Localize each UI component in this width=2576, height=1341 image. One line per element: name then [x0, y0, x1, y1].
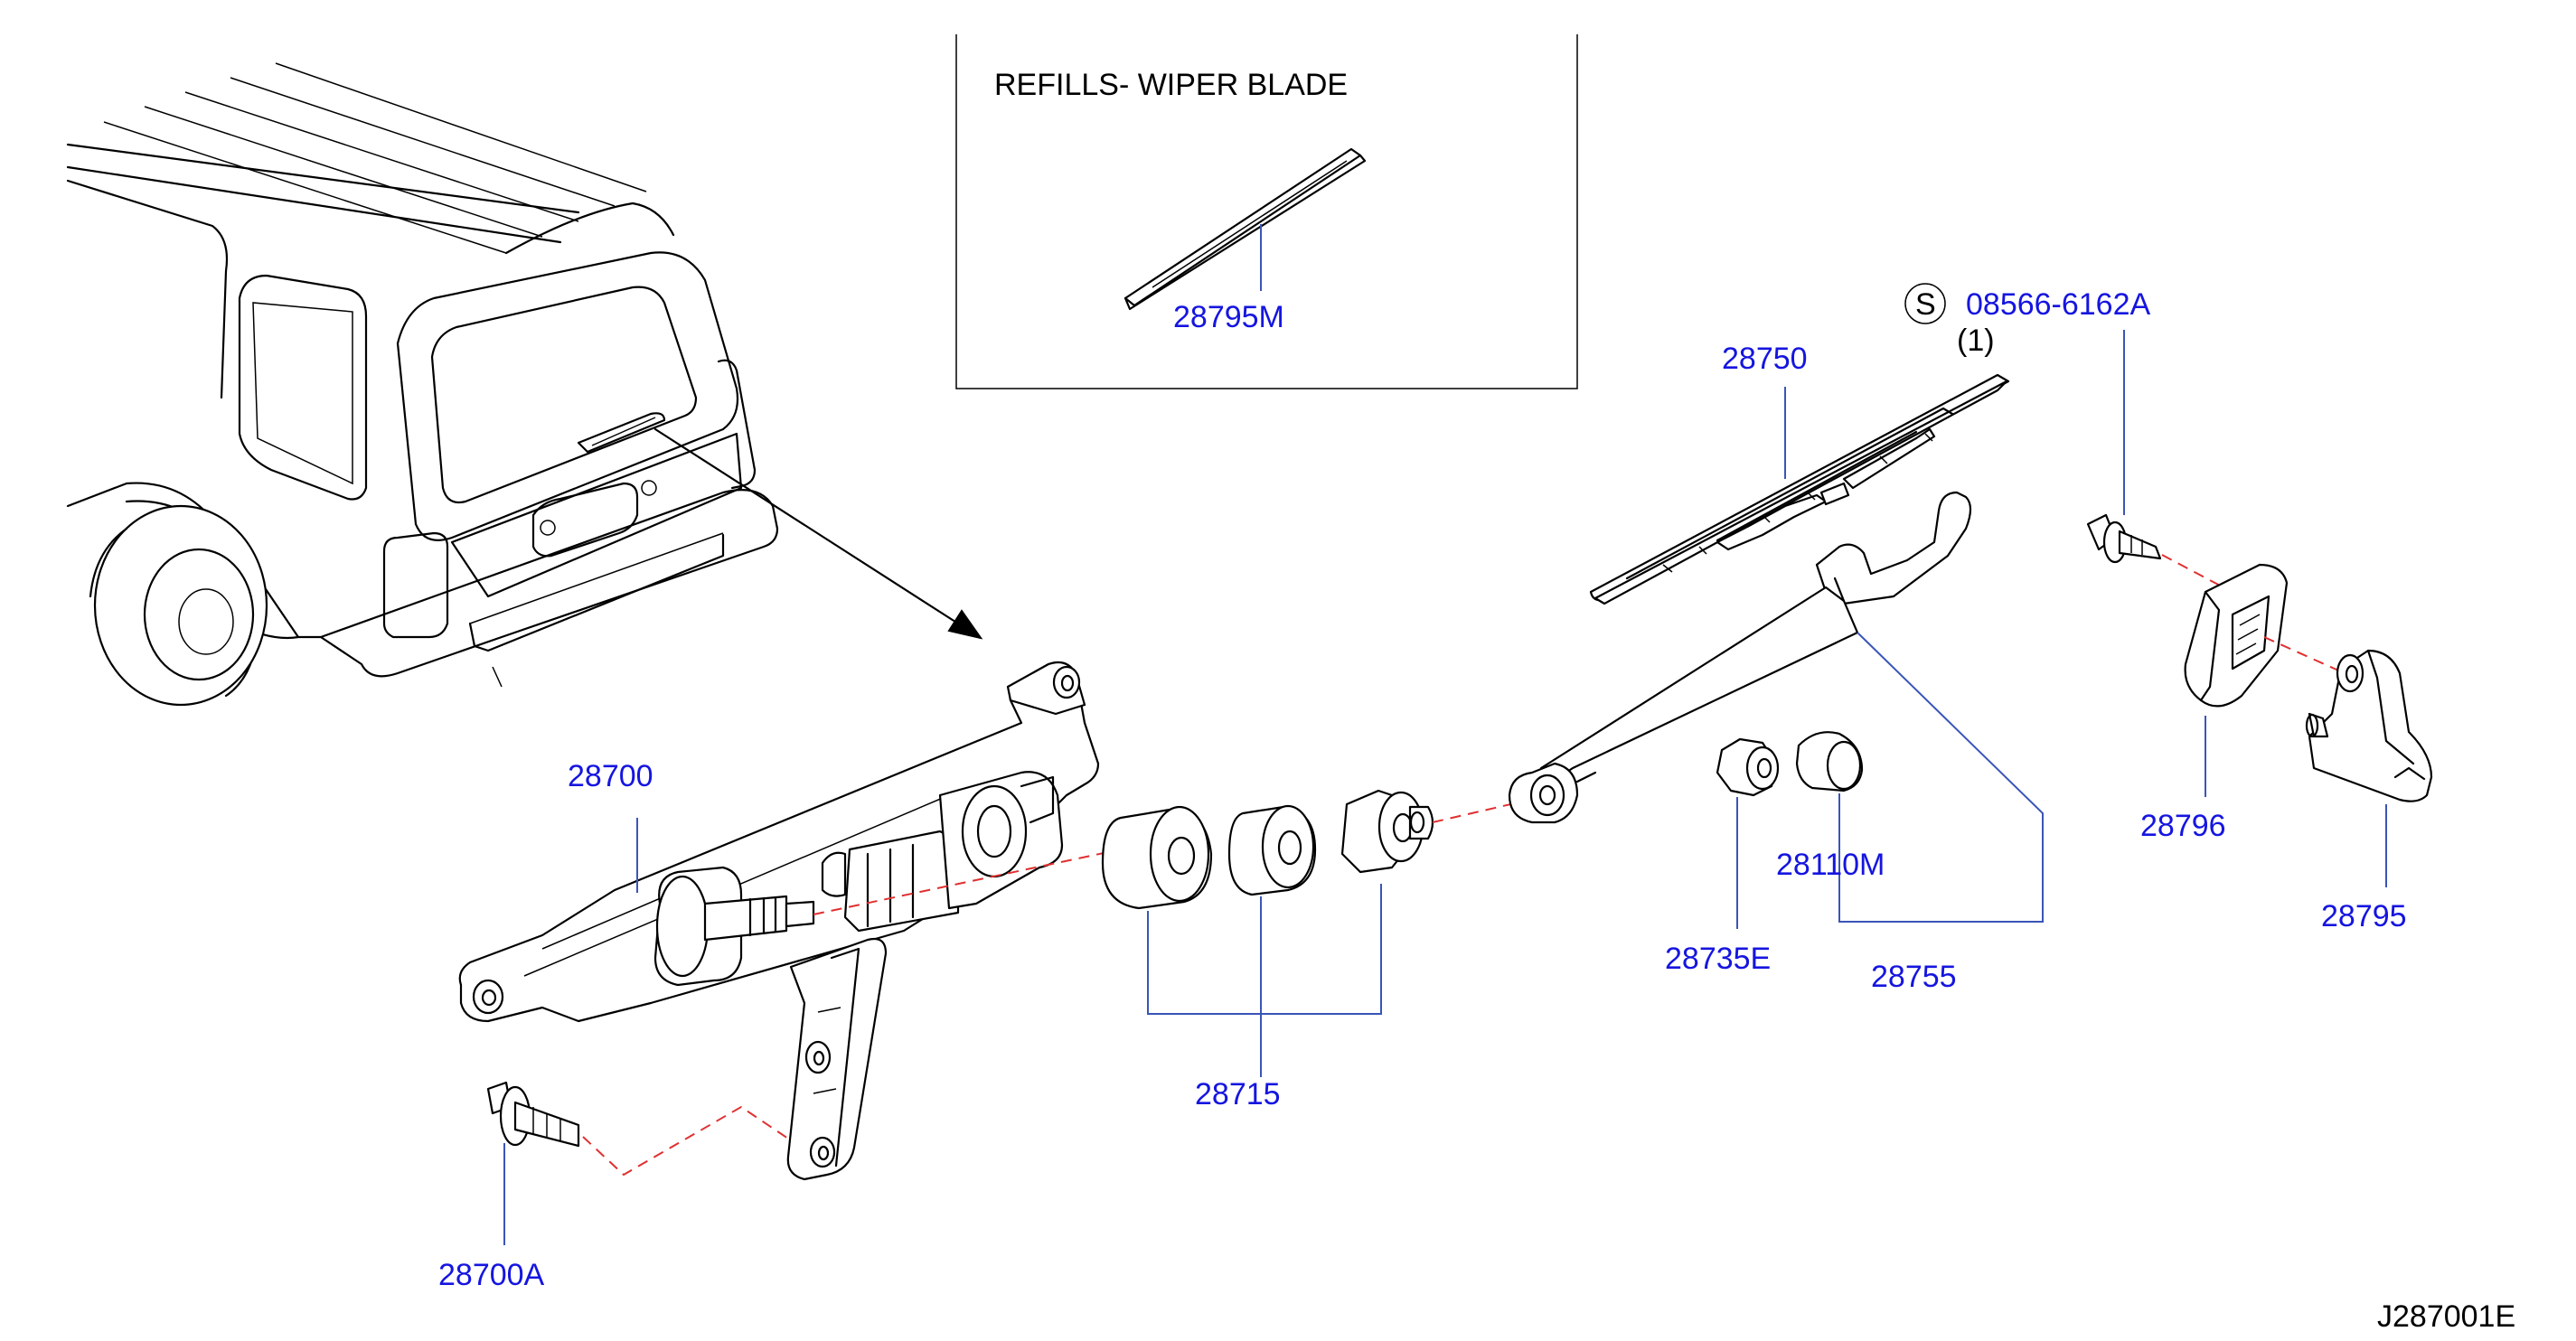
alignment-dash-28715-right	[1432, 802, 1519, 823]
bolt-28700A	[486, 1081, 580, 1148]
tail-light-left	[382, 531, 449, 639]
part-label-28735E[interactable]: 28735E	[1665, 942, 1771, 976]
license-plate-recess	[531, 482, 639, 558]
cap-28110M	[1795, 731, 1864, 792]
grommet-medium	[1227, 804, 1317, 896]
part-label-28110M[interactable]: 28110M	[1776, 848, 1885, 882]
bracket-28795	[2305, 649, 2433, 802]
location-arrow-line	[653, 427, 960, 625]
location-arrow-head	[947, 609, 983, 640]
side-window	[238, 274, 368, 501]
rear-hatch	[396, 251, 739, 541]
wheel-rim	[143, 548, 255, 681]
alignment-dash-screw	[2161, 554, 2224, 588]
wiper-motor-assembly	[458, 661, 1100, 1181]
gear-box	[843, 830, 960, 933]
cover-28796	[2184, 563, 2289, 708]
nut-28735E	[1716, 737, 1780, 797]
tail-light-right	[717, 359, 757, 490]
rear-bumper	[319, 489, 779, 678]
refill-inset: REFILLS- WIPER BLADE 28795M	[955, 34, 1578, 389]
leader-28715	[1147, 884, 1382, 1077]
wiper-arm-28755	[1508, 491, 1972, 824]
screw-quantity: (1)	[1957, 324, 1995, 358]
part-label-28795[interactable]: 28795	[2321, 899, 2407, 933]
vehicle-rear-view	[66, 62, 983, 707]
lower-bracket-leg	[786, 937, 888, 1181]
pivot-nut-28715	[1340, 789, 1434, 874]
part-label-28755[interactable]: 28755	[1871, 960, 1957, 994]
standard-part-symbol-letter: S	[1915, 287, 1936, 322]
alignment-dash-28700A	[582, 1105, 792, 1177]
inset-title: REFILLS- WIPER BLADE	[994, 68, 1348, 102]
part-label-08566-6162A[interactable]: 08566-6162A	[1966, 287, 2151, 322]
part-label-28795M[interactable]: 28795M	[1173, 300, 1284, 334]
grommet-large	[1101, 805, 1213, 910]
standard-part-symbol	[1904, 283, 1946, 324]
part-label-28700A[interactable]: 28700A	[438, 1258, 545, 1292]
inset-frame	[955, 34, 1578, 389]
screw-08566-6162A	[2086, 513, 2162, 564]
part-label-28715[interactable]: 28715	[1195, 1077, 1281, 1111]
wiper-blade-28750	[1589, 373, 2010, 605]
part-label-28700[interactable]: 28700	[568, 759, 653, 793]
rear-glass	[430, 286, 698, 504]
alignment-dash-28715-left	[813, 849, 1122, 915]
wiper-refill-strip	[1123, 147, 1367, 311]
part-label-28750[interactable]: 28750	[1722, 342, 1808, 376]
part-label-28796[interactable]: 28796	[2140, 809, 2226, 843]
leader-28755	[1838, 632, 2044, 923]
diagram-id: J287001E	[2377, 1299, 2515, 1334]
